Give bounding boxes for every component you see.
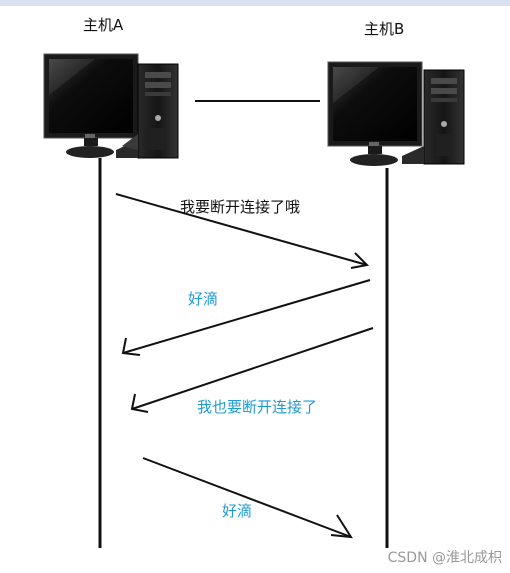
message-label-4: 好滴 — [222, 502, 253, 520]
host-a-label: 主机A — [83, 16, 124, 34]
message-label-1: 我要断开连接了哦 — [180, 198, 301, 216]
monitor-a — [43, 53, 139, 158]
arrow-msg-3 — [130, 327, 374, 413]
monitor-b — [327, 61, 423, 166]
message-label-2: 好滴 — [188, 290, 219, 308]
top-strip — [0, 0, 510, 6]
host-b-label: 主机B — [364, 20, 405, 38]
computer-a-icon — [43, 53, 179, 159]
computer-b-icon — [327, 61, 465, 166]
message-label-3: 我也要断开连接了 — [197, 398, 318, 416]
arrow-msg-4 — [142, 457, 353, 539]
watermark: CSDN @淮北成枳 — [387, 550, 502, 566]
arrow-msg-1 — [115, 193, 370, 269]
tower-a — [116, 63, 179, 159]
tower-b — [402, 69, 465, 165]
arrow-msg-2 — [121, 279, 371, 356]
